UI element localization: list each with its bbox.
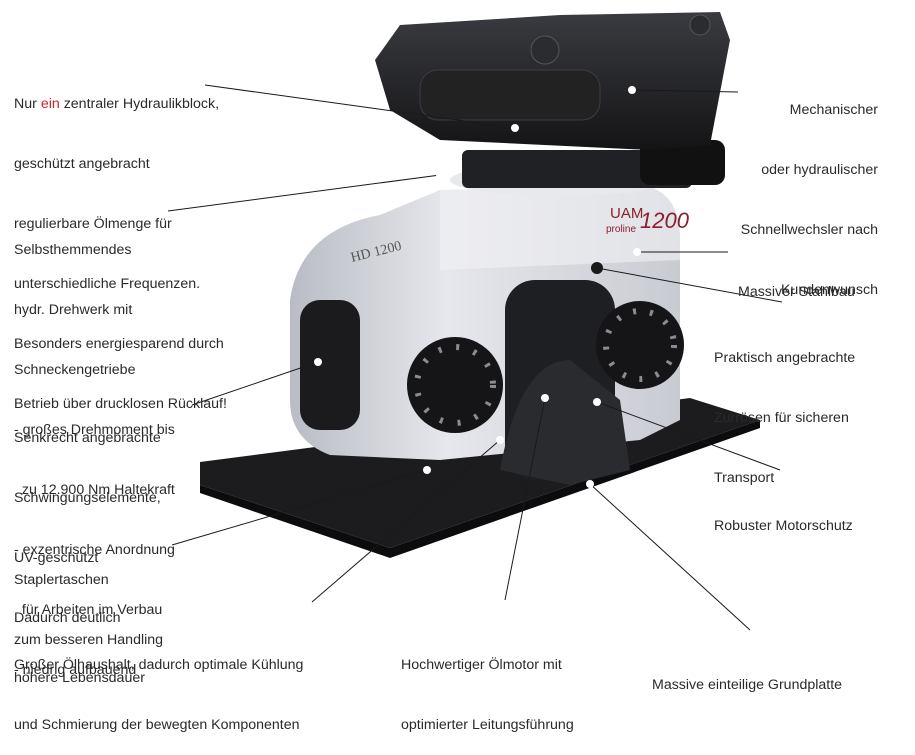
line: Betrieb über drucklosen Rücklauf! (14, 396, 227, 412)
line: - exzentrische Anordnung (14, 542, 175, 558)
line: Staplertaschen (14, 572, 109, 588)
eccentric-disc-right (596, 301, 684, 389)
line: Schneckengetriebe (14, 362, 136, 378)
line: Massiver Stahlbau (738, 284, 855, 300)
line: Praktisch angebrachte (714, 350, 856, 366)
brand-logo: UAM (610, 205, 643, 222)
line: oder hydraulischer (761, 162, 878, 178)
callout-oil-reservoir: Großer Ölhaushalt, dadurch optimale Kühl… (14, 615, 303, 755)
callout-base-plate: Massive einteilige Grundplatte (652, 635, 842, 715)
line: Transport (714, 470, 775, 486)
line: Dadurch deutlich (14, 610, 121, 626)
line: unterschiedliche Frequenzen. (14, 276, 201, 292)
line: Zurrösen für sicheren (714, 410, 849, 426)
callout-dots (314, 86, 641, 488)
line: UV-geschützt (14, 550, 99, 566)
highlight-word: ein (40, 96, 60, 112)
eccentric-disc-left (407, 337, 503, 433)
callout-steel-body: Massiver Stahlbau (738, 242, 855, 322)
callout-lines (167, 84, 783, 631)
callout-forklift-pockets: Staplertaschen zum besseren Handling (14, 530, 163, 670)
line: zum besseren Handling (14, 632, 164, 648)
callout-oil-motor: Hochwertiger Ölmotor mit optimierter Lei… (401, 615, 574, 755)
motor-guard (500, 360, 630, 485)
line: hydr. Drehwerk mit (14, 302, 133, 318)
line: regulierbare Ölmenge für (14, 216, 172, 232)
callout-hydraulic-block: Nur ein zentraler Hydraulikblock, geschü… (14, 54, 227, 434)
line: Robuster Motorschutz (714, 518, 853, 534)
line: für Arbeiten im Verbau (14, 602, 163, 618)
line: Großer Ölhaushalt, dadurch optimale Kühl… (14, 657, 304, 673)
line: Senkrecht angebrachte (14, 430, 161, 446)
line: Massive einteilige Grundplatte (652, 677, 843, 693)
line: Mechanischer (789, 102, 878, 118)
line: Schwingungselemente, (14, 490, 161, 506)
line: Hochwertiger Ölmotor mit (401, 657, 562, 673)
line: optimierter Leitungsführung (401, 717, 574, 733)
callout-motor-guard: Robuster Motorschutz (714, 476, 853, 556)
model-logo: 1200 (640, 208, 690, 233)
line: - großes Drehmoment bis (14, 422, 175, 438)
line: und Schmierung der bewegten Komponenten (14, 717, 300, 733)
text: zentraler Hydraulikblock, (59, 96, 220, 112)
line: geschützt angebracht (14, 156, 150, 172)
compactor-illustration: UAM 1200 proline HD 1200 (167, 12, 783, 631)
line-logo: proline (606, 224, 636, 235)
line: Besonders energiesparend durch (14, 336, 224, 352)
line: Kundenwunsch (780, 282, 878, 298)
callout-quick-coupler: Mechanischer oder hydraulischer Schnellw… (741, 60, 878, 320)
line: Selbsthemmendes (14, 242, 132, 258)
line: Schnellwechsler nach (740, 222, 878, 238)
rotation-unit (450, 140, 725, 196)
callout-lashing-eyes: Praktisch angebrachte Zurrösen für siche… (714, 308, 855, 508)
text: Nur (14, 96, 41, 112)
quick-coupler (375, 12, 730, 150)
line: zu 12.900 Nm Haltekraft (14, 482, 175, 498)
